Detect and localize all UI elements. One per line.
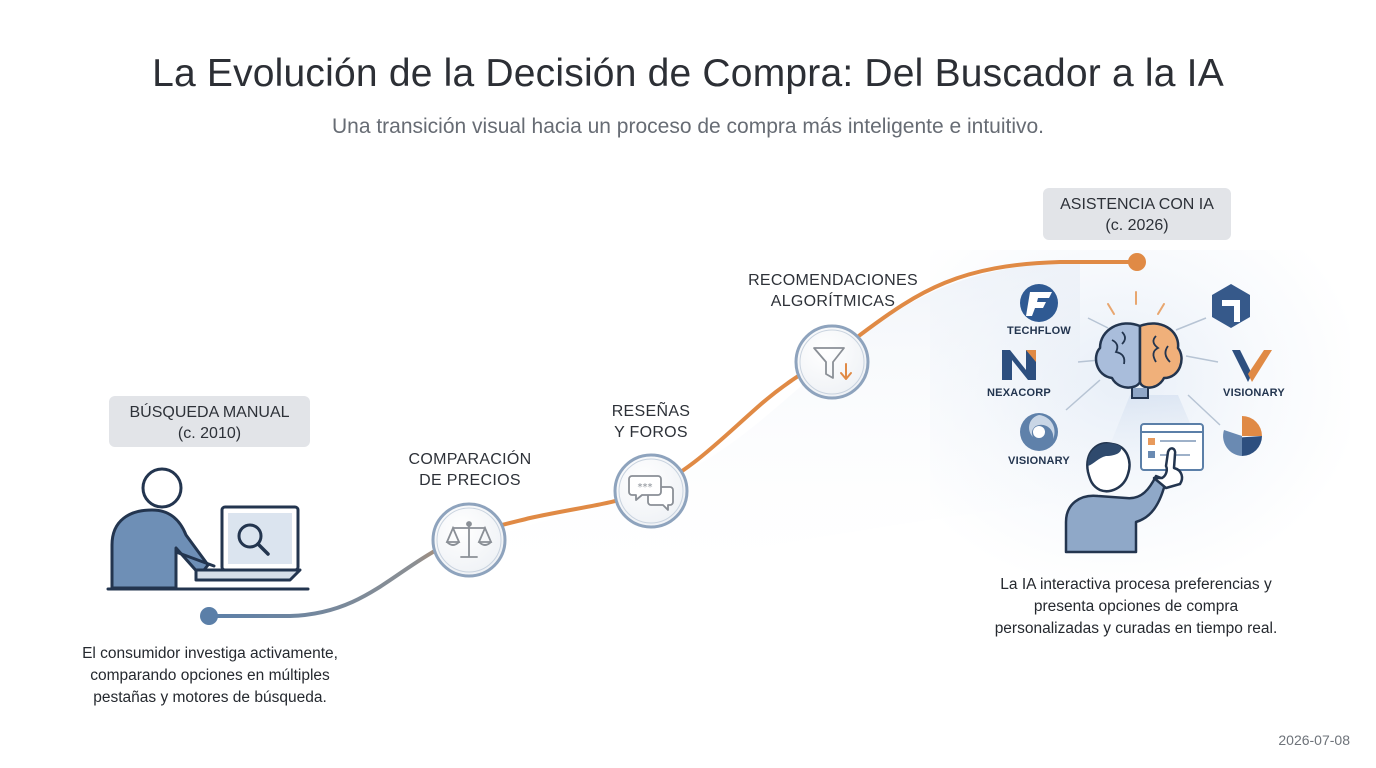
description-ai-line-3: personalizadas y curadas en tiempo real.: [994, 620, 1278, 637]
description-manual-line-2: comparando opciones en múltiples: [90, 667, 330, 684]
stage-tag-manual-line-2: (c. 2010): [177, 425, 242, 442]
brand-visionary-left: VISIONARY: [1008, 455, 1070, 467]
stage-label-prices: COMPARACIÓN DE PRECIOS: [390, 449, 550, 491]
stage-node-algorithms: [794, 324, 870, 400]
stage-label-reviews: RESEÑAS Y FOROS: [581, 401, 721, 443]
chat-bubbles-icon: ***: [628, 475, 674, 511]
stage-node-prices: [431, 502, 507, 578]
description-ai-line-1: La IA interactiva procesa preferencias y: [1000, 576, 1272, 593]
stage-tag-ai-line-1: ASISTENCIA CON IA: [1060, 196, 1214, 213]
funnel-icon: [813, 347, 852, 380]
visionary-logo-icon: [1232, 350, 1272, 382]
stage-tag-manual: BÚSQUEDA MANUAL (c. 2010): [109, 396, 310, 447]
path-shadow-area: [440, 262, 1080, 600]
swirl-logo-icon: [1020, 413, 1058, 451]
brand-techflow: TECHFLOW: [1007, 325, 1071, 337]
techflow-logo-icon: [1020, 284, 1058, 322]
description-ai-line-2: presenta opciones de compra: [1033, 598, 1239, 615]
timeline-end-dot: [1128, 253, 1146, 271]
stage-label-prices-line-1: COMPARACIÓN: [408, 451, 532, 468]
stage-tag-ai: ASISTENCIA CON IA (c. 2026): [1043, 188, 1231, 240]
stage-tag-ai-line-2: (c. 2026): [1105, 217, 1169, 234]
page-title: La Evolución de la Decisión de Compra: D…: [152, 52, 1224, 95]
stage-label-prices-line-2: DE PRECIOS: [419, 472, 521, 489]
stage-label-algorithms-line-1: RECOMENDACIONES: [748, 272, 918, 289]
person-laptop-illustration: [106, 467, 310, 591]
stage-label-algorithms: RECOMENDACIONES ALGORÍTMICAS: [733, 270, 933, 312]
brain-icon: [1094, 322, 1183, 399]
stage-label-reviews-line-2: Y FOROS: [614, 424, 688, 441]
stage-label-algorithms-line-2: ALGORÍTMICAS: [770, 293, 896, 310]
footer-date: 2026-07-08: [1278, 732, 1350, 748]
stage-label-reviews-line-1: RESEÑAS: [611, 403, 691, 420]
scale-icon: [445, 521, 493, 558]
stage-node-reviews: ***: [613, 453, 689, 529]
description-manual-line-3: pestañas y motores de búsqueda.: [93, 689, 327, 706]
svg-text:***: ***: [638, 482, 653, 493]
page-subtitle: Una transición visual hacia un proceso d…: [331, 115, 1045, 138]
stage-tag-manual-line-1: BÚSQUEDA MANUAL: [129, 404, 290, 421]
ui-window-icon: [1140, 423, 1204, 471]
hexagon-logo-icon: [1212, 284, 1250, 328]
nexacorp-logo-icon: [1002, 350, 1036, 380]
description-manual: El consumidor investiga activamente, com…: [40, 643, 380, 709]
person-pointing-illustration: [1064, 441, 1184, 554]
split-circle-logo-icon: [1223, 416, 1262, 456]
description-ai: La IA interactiva procesa preferencias y…: [966, 574, 1306, 640]
ai-illustration: [1002, 284, 1272, 554]
brand-nexacorp: NEXACORP: [987, 387, 1051, 399]
brand-visionary-right: VISIONARY: [1223, 387, 1285, 399]
description-manual-line-1: El consumidor investiga activamente,: [82, 645, 338, 662]
timeline-start-dot: [200, 607, 218, 625]
